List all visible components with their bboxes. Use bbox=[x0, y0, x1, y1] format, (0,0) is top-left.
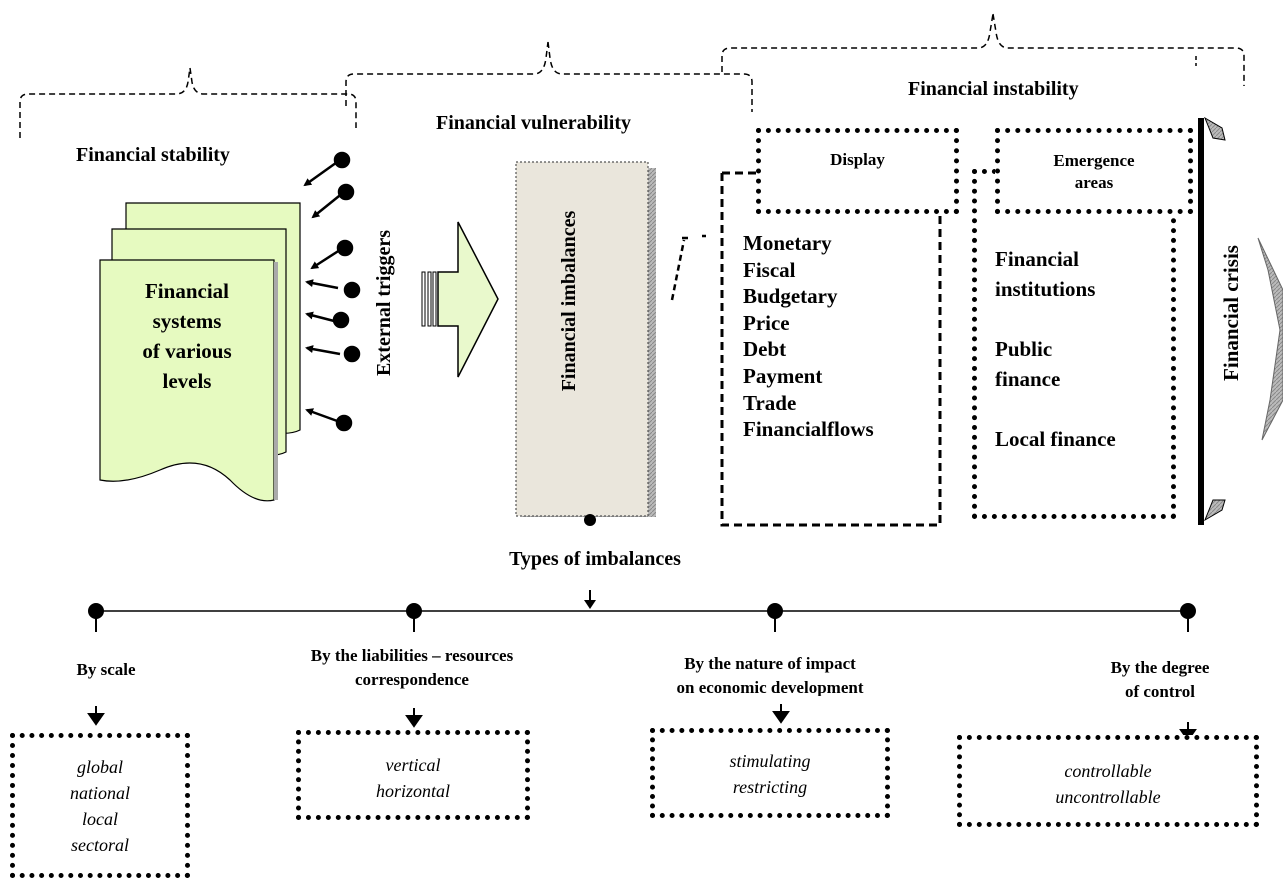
category-title-scale: By scale bbox=[76, 660, 136, 679]
imbalances-box bbox=[515, 161, 649, 517]
display-item: Fiscal bbox=[743, 257, 796, 282]
emergence-item bbox=[995, 304, 1116, 334]
display-title: Display bbox=[830, 150, 885, 169]
display-title-box bbox=[756, 128, 959, 214]
display-item: Budgetary bbox=[743, 284, 838, 309]
emergence-item: Financial bbox=[995, 247, 1080, 271]
emergence-item bbox=[995, 394, 1116, 424]
category-title-liabilities: By the liabilities – resources correspon… bbox=[310, 646, 514, 689]
crisis-bar bbox=[1198, 116, 1283, 525]
crisis-label: Financial crisis bbox=[1219, 245, 1243, 381]
category-box-impact bbox=[650, 728, 890, 818]
stability-title: Financial stability bbox=[76, 144, 230, 166]
imbalances-label: Financial imbalances bbox=[558, 210, 580, 392]
category-box-control bbox=[957, 735, 1259, 827]
category-title-control: By the degree of control bbox=[1110, 658, 1210, 701]
emergence-item: Local finance bbox=[995, 427, 1116, 451]
vulnerability-brace bbox=[345, 41, 753, 112]
trigger-arrows bbox=[303, 151, 361, 432]
block-arrow-icon bbox=[421, 221, 499, 378]
display-item: Payment bbox=[743, 363, 823, 388]
emergence-item: finance bbox=[995, 367, 1061, 391]
external-triggers-label: External triggers bbox=[373, 229, 395, 377]
imbalances-shadow bbox=[648, 168, 656, 517]
display-content-box bbox=[720, 171, 942, 527]
display-item: Price bbox=[743, 310, 790, 335]
emergence-title: Emergence areas bbox=[1053, 151, 1135, 192]
types-title: Types of imbalances bbox=[509, 548, 681, 570]
stability-brace bbox=[19, 67, 357, 138]
category-values-liabilities: vertical horizontal bbox=[375, 755, 450, 801]
display-list: Monetary Fiscal Budgetary Price Debt Pay… bbox=[743, 230, 874, 443]
display-connector bbox=[670, 234, 706, 301]
category-box-scale bbox=[10, 733, 190, 878]
category-values-control: controllable uncontrollable bbox=[1055, 761, 1161, 807]
display-item: Monetary bbox=[743, 231, 832, 255]
emergence-item: Public bbox=[995, 337, 1053, 361]
imbalances-connector-dot bbox=[584, 514, 596, 526]
display-item: Financialflows bbox=[743, 417, 874, 442]
emergence-title-box bbox=[995, 128, 1193, 214]
emergence-list: Financial institutions Public finance Lo… bbox=[995, 244, 1116, 454]
emergence-item: institutions bbox=[995, 277, 1096, 301]
category-box-liabilities bbox=[296, 730, 530, 820]
documents-stack-icon bbox=[99, 202, 301, 502]
systems-label: Financial systems of various levels bbox=[142, 279, 232, 393]
instability-title: Financial instability bbox=[908, 78, 1079, 100]
category-values-scale: global national local sectoral bbox=[69, 757, 130, 855]
vulnerability-title: Financial vulnerability bbox=[436, 112, 632, 134]
display-item: Trade bbox=[743, 390, 797, 415]
instability-brace bbox=[721, 13, 1245, 86]
timeline-nodes bbox=[88, 603, 1196, 632]
category-title-impact: By the nature of impact on economic deve… bbox=[676, 654, 864, 696]
display-item: Debt bbox=[743, 337, 787, 362]
category-values-impact: stimulating restricting bbox=[729, 751, 811, 797]
types-down-arrow-head bbox=[584, 600, 596, 609]
